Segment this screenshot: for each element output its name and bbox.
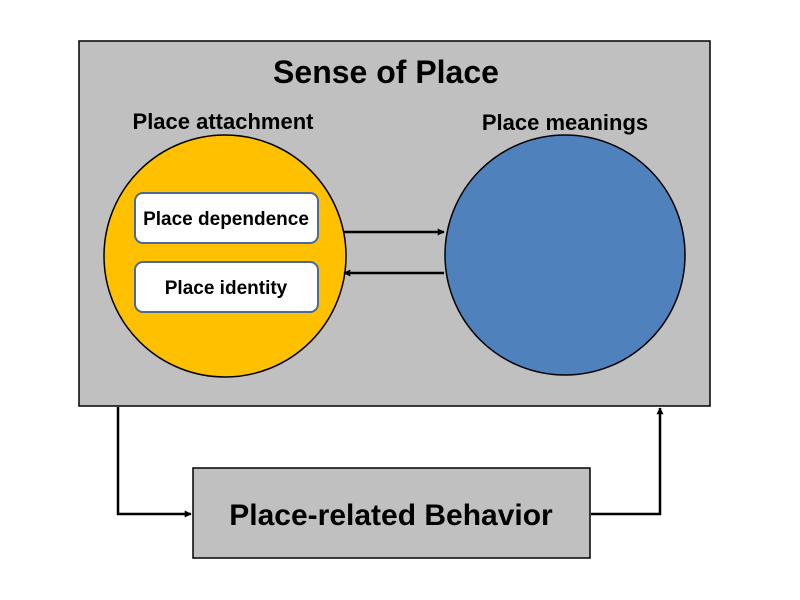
place-meanings-label: Place meanings [482,110,648,135]
place-identity-box [134,261,319,313]
place-meanings-circle [444,134,686,376]
place-attachment-label: Place attachment [133,109,315,134]
behavior-to-sense-arrow [591,407,664,516]
place-attachment-circle [103,134,347,378]
place-related-behavior-box [192,467,591,559]
place-related-behavior-label: Place-related Behavior [229,499,553,532]
sense-of-place-title: Sense of Place [273,54,499,90]
sense-to-behavior-arrow [116,407,192,518]
place-dependence-label: Place dependence [143,209,309,230]
place-dependence-box [134,192,319,244]
place-identity-label: Place identity [165,278,288,299]
